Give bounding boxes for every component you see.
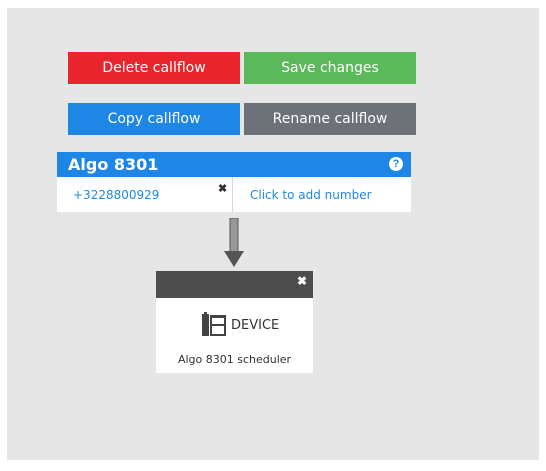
- device-icon: [202, 312, 226, 336]
- node-body: DEVICE Algo 8301 scheduler: [156, 298, 313, 373]
- close-icon[interactable]: ✖: [296, 274, 307, 288]
- device-node[interactable]: ✖ DEVICE Algo 8301 scheduler: [156, 271, 313, 373]
- number-item[interactable]: +3228800929: [73, 187, 160, 202]
- node-label: DEVICE: [231, 318, 280, 333]
- add-number-link[interactable]: Click to add number: [250, 187, 372, 202]
- delete-callflow-button[interactable]: Delete callflow: [68, 52, 240, 84]
- node-sublabel: Algo 8301 scheduler: [177, 353, 292, 366]
- copy-callflow-button[interactable]: Copy callflow: [68, 103, 240, 135]
- node-header: ✖: [156, 271, 313, 298]
- callflow-header: Algo 8301 ?: [57, 152, 411, 177]
- callflow-title: Algo 8301: [68, 155, 159, 174]
- flow-arrow-icon: [224, 218, 244, 267]
- divider: [232, 177, 233, 212]
- save-changes-button[interactable]: Save changes: [244, 52, 416, 84]
- rename-callflow-button[interactable]: Rename callflow: [244, 103, 416, 135]
- close-icon[interactable]: ✖: [218, 183, 228, 195]
- question-icon[interactable]: ?: [389, 157, 403, 171]
- callflow-numbers: +3228800929 ✖ Click to add number: [57, 177, 411, 212]
